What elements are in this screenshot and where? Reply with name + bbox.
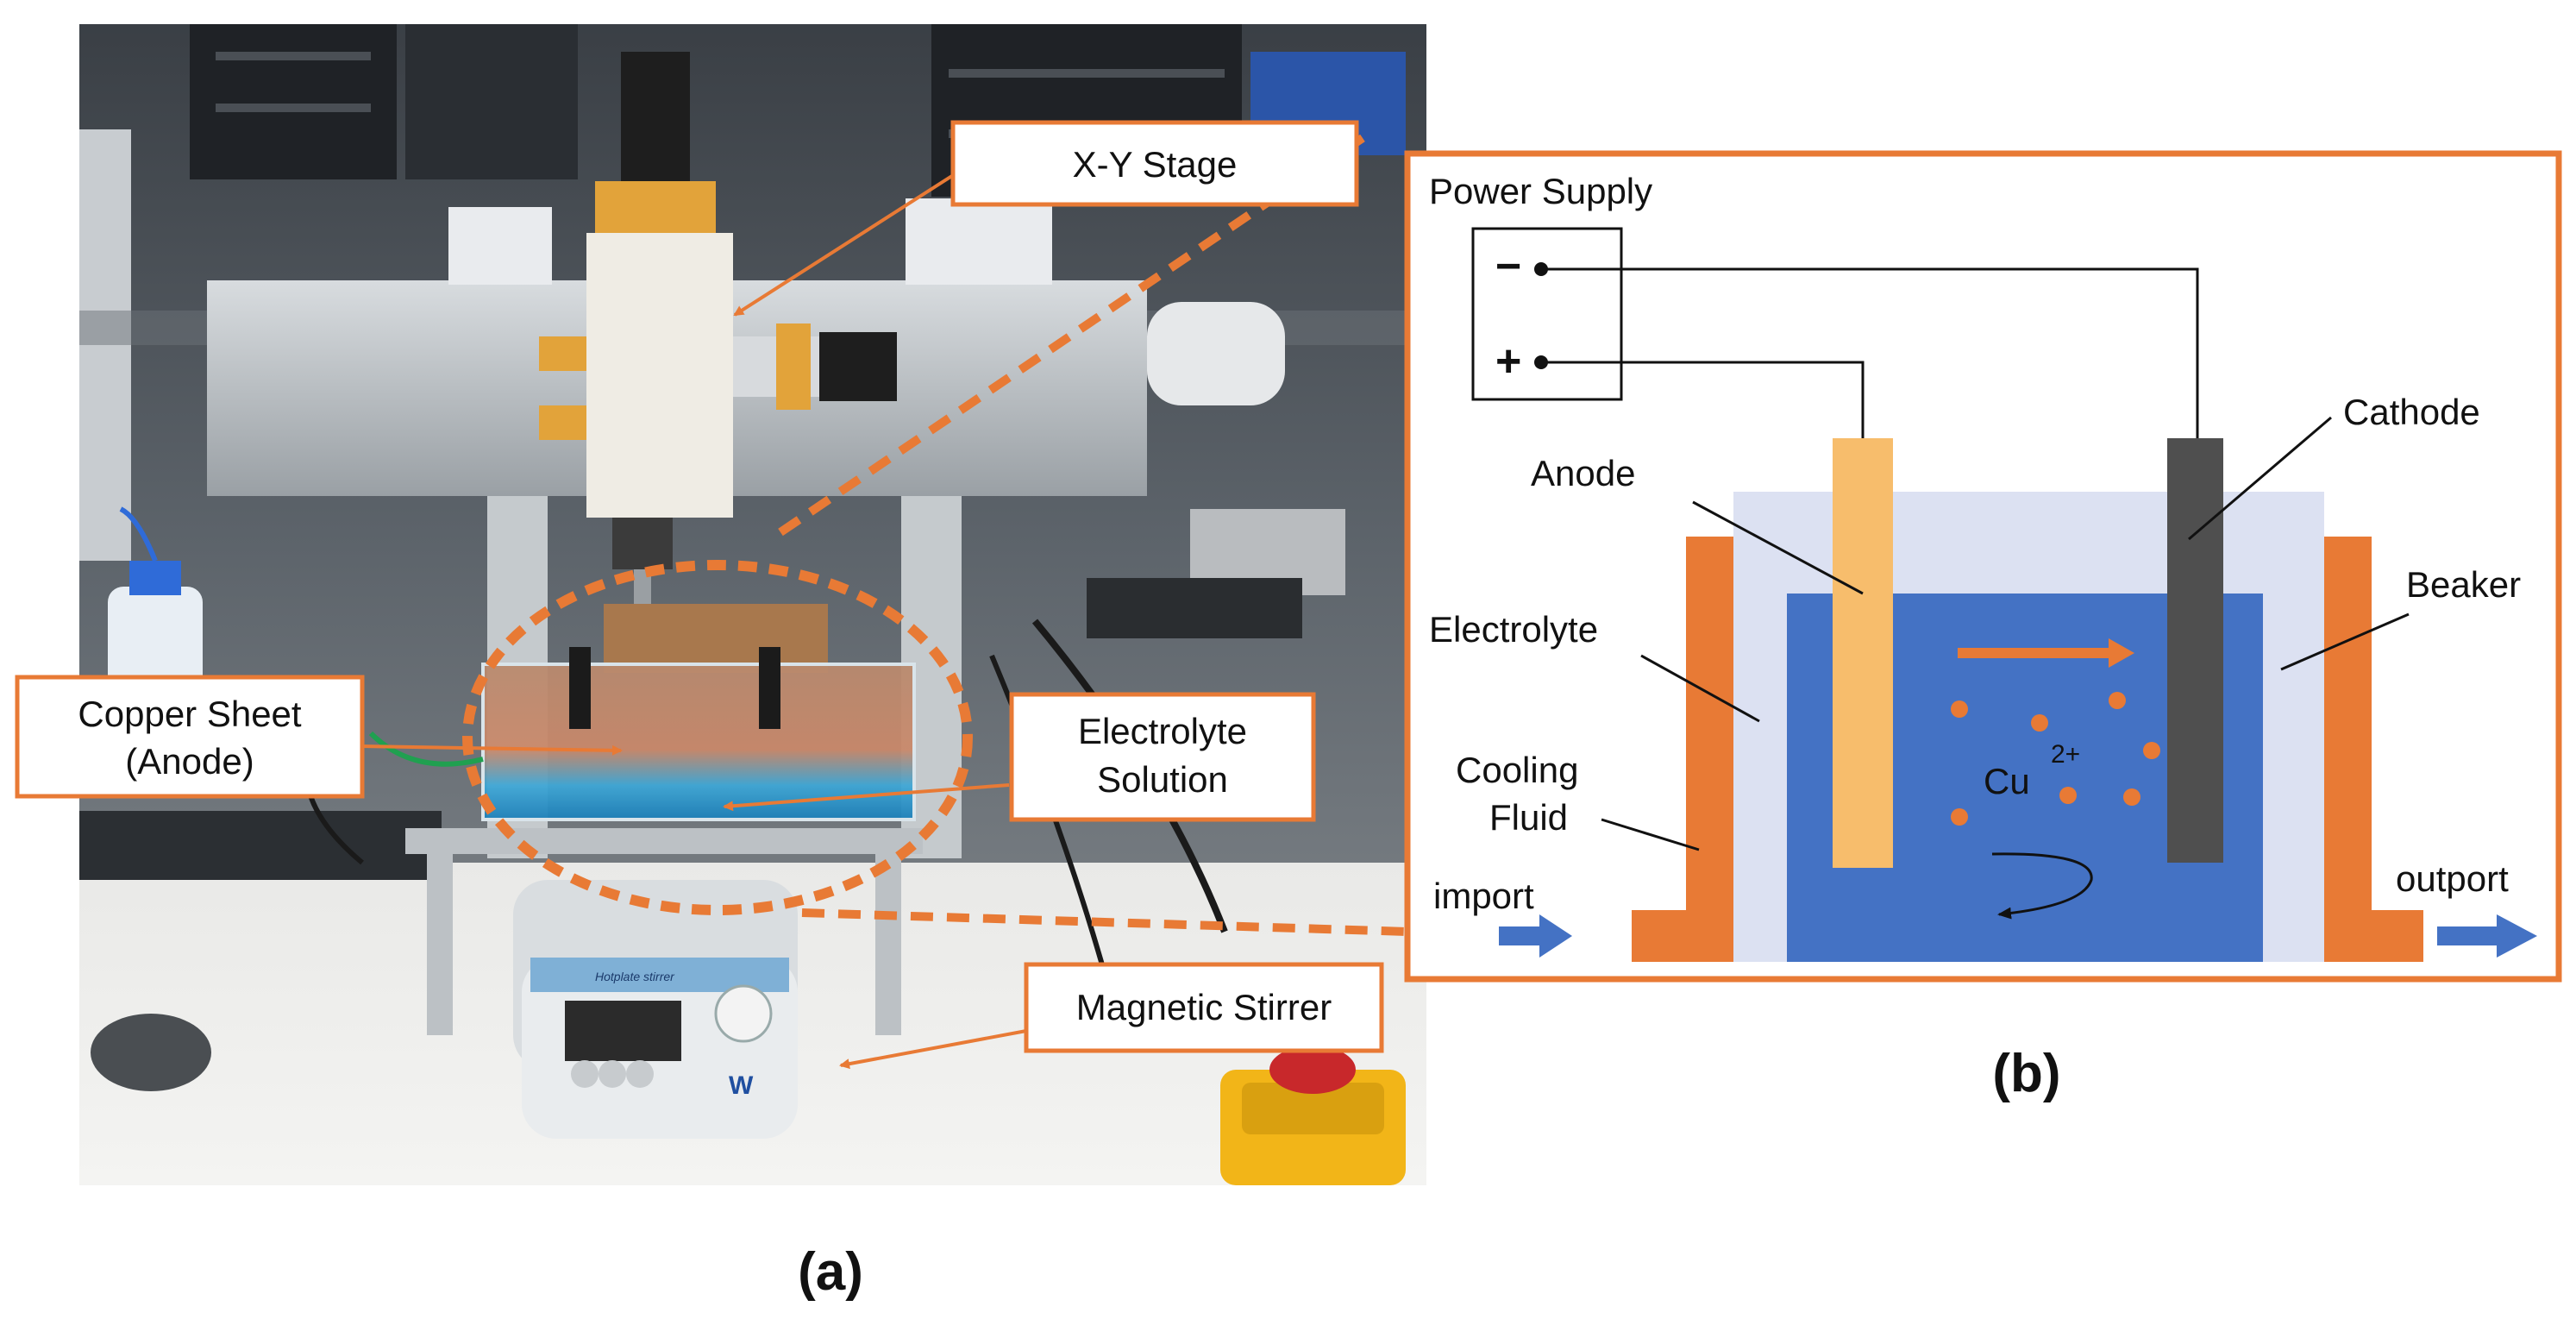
stand-leg-right [875, 854, 901, 1035]
ion-dot [2123, 788, 2140, 806]
callout-magnetic-stirrer: Magnetic Stirrer [1024, 962, 1384, 1053]
column-top-left [448, 207, 552, 285]
arrow-electrolyte-solution [723, 783, 1010, 812]
anode-electrode [1833, 438, 1893, 868]
ion-flow-head [2109, 638, 2134, 668]
cathode-electrode [2167, 438, 2223, 863]
electrolyte-leader [1640, 654, 1760, 723]
minus-terminal-sign: − [1495, 242, 1521, 292]
stirrer-brand-text: Hotplate stirrer [595, 970, 675, 983]
z-motor [621, 52, 690, 181]
anode-label: Anode [1531, 453, 1635, 493]
cathode-leader [2188, 416, 2332, 541]
wire-cathode [1541, 267, 2199, 438]
cable-green [368, 731, 484, 767]
cooling-fluid-label-line2: Fluid [1489, 797, 1568, 838]
wire-anode [1541, 361, 1865, 438]
callout-copper-sheet-line1: Copper Sheet [78, 694, 302, 734]
electrolyte-tank [483, 664, 914, 820]
callout-copper-sheet-line2: (Anode) [125, 741, 254, 782]
callout-electrolyte-line1: Electrolyte [1078, 711, 1247, 751]
tank-glass-edge [481, 663, 916, 821]
callout-xy-stage-text: X-Y Stage [1073, 144, 1238, 185]
ion-dot [1951, 808, 1968, 826]
cooling-wall-right [2324, 537, 2423, 962]
clamp-lower [539, 405, 586, 440]
ion-dot [2109, 692, 2126, 709]
callout-copper-sheet: Copper Sheet (Anode) [15, 675, 365, 799]
panel-a-caption: (a) [798, 1242, 863, 1302]
stand-leg-left [427, 854, 453, 1035]
outport-label: outport [2396, 858, 2509, 899]
ion-dot [2143, 742, 2160, 759]
power-supply-label: Power Supply [1429, 171, 1652, 211]
power-supply-box [1471, 227, 1623, 401]
cooling-fluid-leader [1601, 818, 1700, 851]
connector-line-lower [801, 908, 1408, 936]
x-bracket [776, 323, 811, 410]
z-bracket [595, 181, 716, 233]
beaker-leader [2280, 612, 2410, 671]
callout-magnetic-stirrer-text: Magnetic Stirrer [1076, 987, 1332, 1027]
computer-mouse [91, 1014, 211, 1091]
ion-dot [2031, 714, 2048, 732]
black-bench-edge [79, 811, 442, 880]
tank-highlight-ellipse [462, 560, 973, 915]
stirrer-logo: W [729, 1071, 754, 1100]
arrow-xy-stage [733, 171, 959, 317]
emergency-stop [1220, 1046, 1406, 1185]
tank-clip-right [759, 647, 780, 729]
panel-b-caption: (b) [1992, 1044, 2060, 1103]
arrow-copper-sheet [360, 744, 623, 756]
cathode-label: Cathode [2343, 392, 2480, 432]
ion-dot [2059, 787, 2077, 804]
import-label: import [1433, 876, 1534, 916]
tank-clip-left [569, 647, 591, 729]
x-motor [819, 332, 897, 401]
z-carriage [586, 233, 733, 518]
anode-leader [1692, 500, 1864, 595]
ion-dot [1951, 700, 1968, 718]
ion-symbol: Cu [1984, 761, 2030, 801]
electrolyte-label: Electrolyte [1429, 609, 1598, 650]
magnetic-stirrer-device: Hotplate stirrer W [513, 880, 798, 1139]
arrow-magnetic-stirrer [839, 1029, 1027, 1070]
import-arrow-head [1539, 914, 1572, 958]
stirring-swirl-arrow [1991, 852, 2093, 920]
panel-a-photo: Hotplate stirrer W [79, 24, 1426, 1185]
cu-ions [1951, 692, 2160, 826]
panel-b-schematic: Power Supply − + Cu 2+ [1404, 150, 2562, 983]
column-top-right [906, 198, 1052, 285]
clamp-upper [539, 336, 586, 371]
beam-end-cap [1147, 302, 1285, 405]
cooling-wall-left [1632, 537, 1733, 962]
outport-arrow-head [2497, 914, 2537, 958]
cardboard [604, 604, 828, 673]
cooling-fluid-label-line1: Cooling [1456, 750, 1578, 790]
callout-electrolyte-solution: Electrolyte Solution [1009, 692, 1316, 822]
beaker-label: Beaker [2406, 564, 2521, 605]
callout-electrolyte-line2: Solution [1097, 759, 1228, 800]
ion-charge: 2+ [2051, 740, 2080, 769]
bench-instrument-dark [1087, 578, 1302, 638]
plus-terminal-sign: + [1495, 336, 1521, 386]
stand-top-rail [405, 828, 923, 854]
electrode-holder [612, 518, 673, 569]
callout-xy-stage: X-Y Stage [950, 120, 1359, 207]
